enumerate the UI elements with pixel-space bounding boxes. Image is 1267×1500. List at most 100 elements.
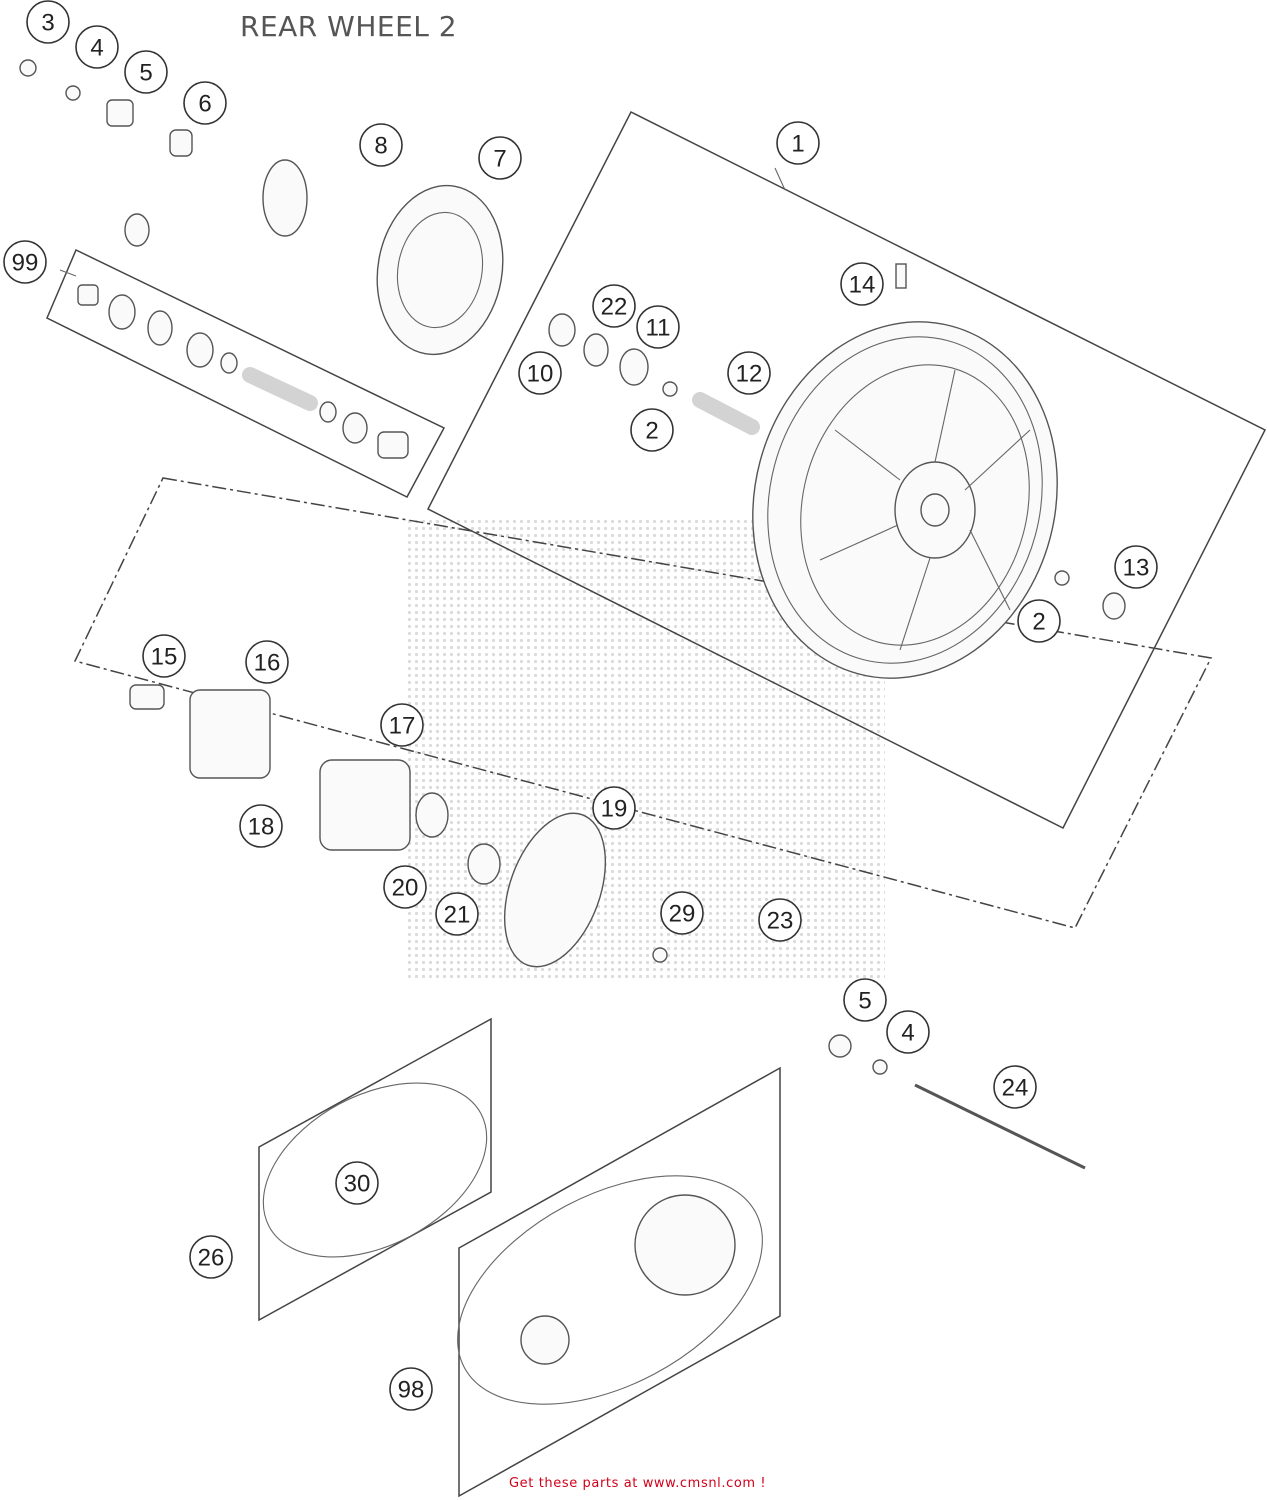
callout-19[interactable]: 19 bbox=[592, 786, 636, 830]
callout-circle bbox=[26, 0, 70, 44]
callout-14[interactable]: 14 bbox=[840, 262, 884, 306]
callout-13[interactable]: 13 bbox=[1114, 545, 1158, 589]
callout-18[interactable]: 18 bbox=[239, 804, 283, 848]
callout-21[interactable]: 21 bbox=[435, 892, 479, 936]
callout-4[interactable]: 4 bbox=[75, 25, 119, 69]
callout-label: 14 bbox=[849, 272, 876, 299]
callout-12[interactable]: 12 bbox=[727, 351, 771, 395]
callout-24[interactable]: 24 bbox=[993, 1065, 1037, 1109]
brake-disc bbox=[376, 184, 504, 356]
callout-label: 21 bbox=[444, 902, 471, 929]
callout-circle bbox=[843, 978, 887, 1022]
page-title: REAR WHEEL 2 bbox=[240, 10, 458, 43]
callout-circle bbox=[183, 81, 227, 125]
callout-label: 29 bbox=[669, 901, 696, 928]
callout-circle bbox=[75, 25, 119, 69]
callout-circle bbox=[840, 262, 884, 306]
callout-label: 15 bbox=[151, 644, 178, 671]
callout-23[interactable]: 23 bbox=[758, 898, 802, 942]
callout-label: 19 bbox=[601, 796, 628, 823]
callout-3[interactable]: 3 bbox=[26, 0, 70, 44]
callout-circle bbox=[478, 136, 522, 180]
callout-16[interactable]: 16 bbox=[245, 640, 289, 684]
callout-6[interactable]: 6 bbox=[183, 81, 227, 125]
callout-label: 10 bbox=[527, 361, 554, 388]
callout-4[interactable]: 4 bbox=[886, 1010, 930, 1054]
callout-10[interactable]: 10 bbox=[518, 351, 562, 395]
callout-circle bbox=[3, 240, 47, 284]
callout-20[interactable]: 20 bbox=[383, 865, 427, 909]
callout-circle bbox=[435, 892, 479, 936]
callout-label: 5 bbox=[139, 60, 152, 87]
callout-5[interactable]: 5 bbox=[843, 978, 887, 1022]
callout-circle bbox=[727, 351, 771, 395]
footer-link[interactable]: Get these parts at www.cmsnl.com ! bbox=[509, 1476, 767, 1491]
callout-circle bbox=[592, 786, 636, 830]
callout-circle bbox=[124, 50, 168, 94]
speedo-ring bbox=[262, 159, 308, 237]
callout-label: 2 bbox=[1032, 609, 1045, 636]
callout-98[interactable]: 98 bbox=[389, 1367, 433, 1411]
callout-11[interactable]: 11 bbox=[636, 305, 680, 349]
small-parts bbox=[19, 59, 1126, 1170]
callout-99[interactable]: 99 bbox=[3, 240, 47, 284]
callout-label: 12 bbox=[736, 361, 763, 388]
callout-label: 8 bbox=[374, 133, 387, 160]
callout-15[interactable]: 15 bbox=[142, 634, 186, 678]
chain-loop-26 bbox=[262, 1082, 488, 1258]
callout-5[interactable]: 5 bbox=[124, 50, 168, 94]
callout-circle bbox=[630, 408, 674, 452]
callout-label: 4 bbox=[90, 35, 103, 62]
callout-label: 17 bbox=[389, 713, 416, 740]
callout-label: 2 bbox=[645, 418, 658, 445]
callout-circle bbox=[758, 898, 802, 942]
callout-label: 7 bbox=[493, 146, 506, 173]
callout-2[interactable]: 2 bbox=[630, 408, 674, 452]
callout-label: 1 bbox=[791, 131, 804, 158]
callout-circle bbox=[335, 1161, 379, 1205]
callout-7[interactable]: 7 bbox=[478, 136, 522, 180]
leader-line bbox=[59, 269, 77, 277]
callout-1[interactable]: 1 bbox=[776, 121, 820, 165]
callout-8[interactable]: 8 bbox=[359, 123, 403, 167]
callout-circle bbox=[886, 1010, 930, 1054]
chain-loop-98 bbox=[457, 1175, 763, 1405]
callout-circle bbox=[518, 351, 562, 395]
callout-label: 11 bbox=[646, 315, 671, 342]
callout-label: 23 bbox=[767, 908, 794, 935]
frame-26-chain bbox=[258, 1017, 492, 1322]
callout-circle bbox=[389, 1367, 433, 1411]
callout-label: 99 bbox=[12, 250, 39, 277]
frame-98-chain-kit bbox=[458, 1066, 781, 1498]
callout-label: 16 bbox=[254, 650, 281, 677]
callout-label: 6 bbox=[198, 91, 211, 118]
rear-wheel-rim bbox=[752, 321, 1058, 679]
callout-circle bbox=[142, 634, 186, 678]
callout-circle bbox=[776, 121, 820, 165]
callout-2[interactable]: 2 bbox=[1017, 599, 1061, 643]
callout-circle bbox=[993, 1065, 1037, 1109]
callout-label: 24 bbox=[1002, 1075, 1029, 1102]
callout-label: 22 bbox=[601, 294, 628, 321]
callout-30[interactable]: 30 bbox=[335, 1161, 379, 1205]
callout-label: 3 bbox=[41, 10, 54, 37]
callout-label: 26 bbox=[198, 1245, 225, 1272]
callout-circle bbox=[592, 284, 636, 328]
callout-circle bbox=[636, 305, 680, 349]
callout-17[interactable]: 17 bbox=[380, 703, 424, 747]
leader-line bbox=[774, 167, 786, 191]
callout-circle bbox=[383, 865, 427, 909]
callout-circle bbox=[239, 804, 283, 848]
callout-circle bbox=[380, 703, 424, 747]
frame-wheel-assembly bbox=[426, 110, 1267, 830]
callout-circle bbox=[1114, 545, 1158, 589]
callout-circle bbox=[359, 123, 403, 167]
callout-label: 13 bbox=[1123, 555, 1150, 582]
callout-22[interactable]: 22 bbox=[592, 284, 636, 328]
callout-26[interactable]: 26 bbox=[189, 1235, 233, 1279]
callout-29[interactable]: 29 bbox=[660, 891, 704, 935]
callout-circle bbox=[189, 1235, 233, 1279]
